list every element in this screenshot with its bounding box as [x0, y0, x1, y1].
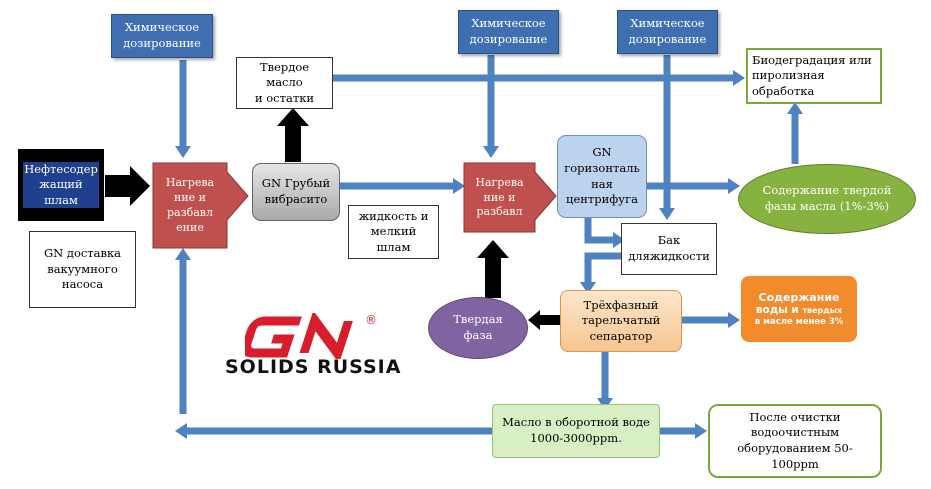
- water-solids-line1: Содержание: [758, 291, 840, 305]
- heater-2-label: Нагрева ние и разбавл: [475, 175, 524, 219]
- arrow-sludge-heater1: [105, 166, 150, 206]
- logo-registered: ®: [365, 313, 377, 327]
- gn-logo-icon: [241, 310, 353, 364]
- water-solids-line2b: твердых: [802, 306, 843, 316]
- liquid-fine-box: жидкость и мелкий шлам: [348, 205, 439, 259]
- arrow-screen-hardoil: [277, 108, 309, 162]
- arrow-solid-heater2: [477, 240, 509, 298]
- centrifuge-box: GN горизонталь ная центрифуга: [557, 135, 647, 218]
- coarse-screen-box: GN Грубый вибрасито: [252, 163, 340, 221]
- oil-sludge-label: Нефтесодер жащий шлам: [23, 161, 99, 209]
- hard-oil-box: Твердое масло и остатки: [236, 57, 333, 109]
- biodegradation-box: Биодеградация или пиролизная обработка: [746, 48, 882, 104]
- water-solids-line2a: воды и: [755, 304, 803, 317]
- gn-logo-mark: [241, 310, 375, 364]
- liquid-tank-box: Бак дляжидкости: [621, 223, 717, 275]
- water-solids-box: Содержание воды и твердых в масле менее …: [741, 276, 857, 342]
- oil-in-water-box: Масло в оборотной воде 1000-3000ppm.: [492, 404, 660, 458]
- solid-phase-ellipse: Твердая фаза: [428, 297, 528, 359]
- logo-subtitle: SOLIDS RUSSIA: [225, 356, 402, 378]
- vacuum-delivery-box: GN доставка вакуумного насоса: [29, 231, 136, 308]
- chem-dosing-box-2: Химическое дозирование: [458, 10, 559, 54]
- arrow-centrifuge-tank: [584, 218, 615, 244]
- tricanter-box: Трёхфазный тарельчатый сепаратор: [560, 290, 682, 352]
- after-treatment-box: После очистки водоочистным оборудованием…: [708, 404, 882, 478]
- chem-dosing-box-1: Химическое дозирование: [111, 14, 213, 58]
- chem-dosing-box-3: Химическое дозирование: [617, 10, 718, 54]
- heater-1-shape: [152, 162, 249, 249]
- arrow-tank-tricanter: [584, 252, 621, 284]
- oil-sludge-box: Нефтесодер жащий шлам: [18, 149, 104, 221]
- heater-2-shape: [463, 162, 557, 233]
- water-solids-line3: в масле менее 3%: [754, 316, 844, 327]
- heater-1-label: Нагрева ние и разбавл ение: [165, 176, 215, 234]
- oil-solids-ellipse: Содержание твердой фазы масла (1%-3%): [738, 164, 916, 234]
- arrow-tricanter-solid: [528, 310, 560, 330]
